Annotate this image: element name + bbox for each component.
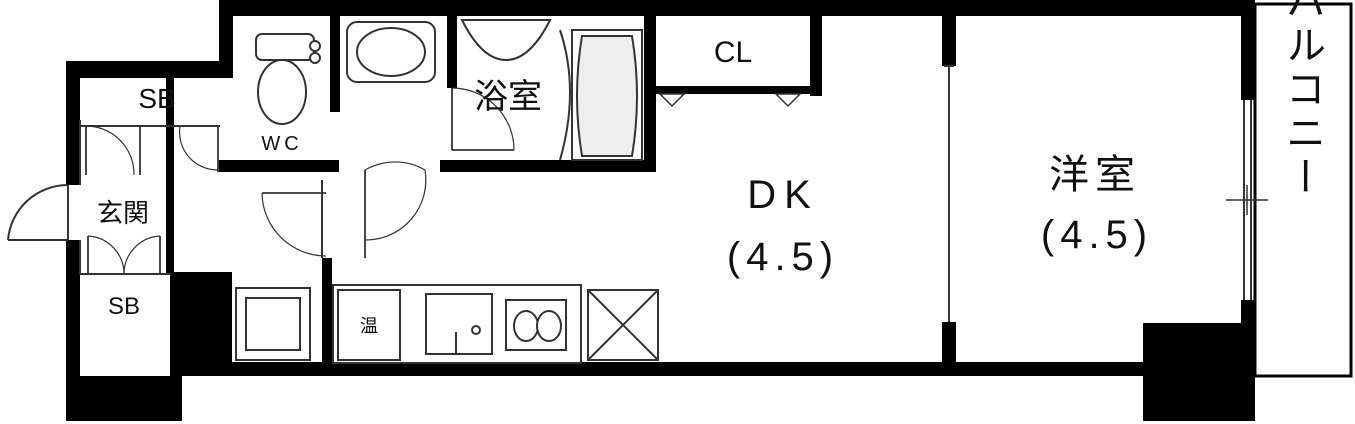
corridor-doors: [261, 161, 427, 258]
entrance-label: 玄関: [97, 198, 149, 228]
balcony-label: バルコニー: [1280, 0, 1324, 200]
bath-label: 浴室: [474, 78, 542, 116]
entrance-door: [7, 183, 69, 241]
bath-door: [451, 87, 515, 151]
closet-doors: [658, 93, 802, 108]
washbasin: [346, 21, 436, 83]
western-room-name: 洋室: [1049, 153, 1141, 197]
sb-bottom-label: SB: [108, 293, 140, 320]
closet-label: CL: [714, 36, 752, 69]
dk-name: DK: [747, 173, 819, 217]
sb-top-label: SB: [138, 83, 175, 114]
western-room-size: (4.5): [1041, 213, 1153, 257]
sb-top-doors: [85, 125, 219, 176]
balcony: [1226, 2, 1353, 378]
bath-fixtures: [460, 19, 643, 161]
wc-label: WC: [261, 133, 302, 155]
dk-size: (4.5): [727, 235, 839, 279]
toilet: [255, 33, 321, 125]
sb-bottom-doors: [87, 235, 161, 275]
kitchen: [235, 284, 659, 364]
water-heater-label: 温: [360, 316, 378, 336]
walls: [66, 0, 1255, 421]
